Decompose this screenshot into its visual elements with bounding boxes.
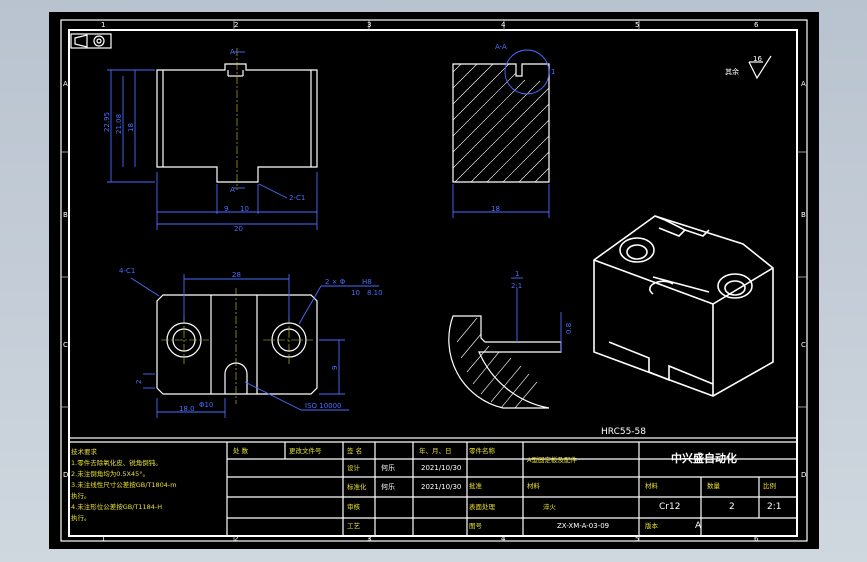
standard-label: 标准化 bbox=[347, 482, 367, 491]
top-dim-bottom: 18.0 bbox=[179, 405, 195, 413]
section-title: A-A bbox=[495, 43, 507, 51]
row-mark-a: A bbox=[63, 80, 68, 88]
note-line-3: 3.未注线性尺寸公差按GB/T1804-m bbox=[71, 480, 177, 489]
notes-title: 技术要求 bbox=[71, 447, 98, 456]
approve-label: 批准 bbox=[469, 481, 483, 490]
check-date: 2021/10/30 bbox=[421, 483, 461, 491]
top-dim-holes: 2 × Φ bbox=[325, 278, 346, 286]
top-dim-left: 2 bbox=[135, 380, 143, 384]
quantity-value: 2 bbox=[729, 502, 735, 512]
front-view: A A 22.95 21.08 18 20 9 10 2-C1 bbox=[103, 48, 318, 233]
row-mark-d: D bbox=[63, 471, 68, 479]
col-mark-5-bottom: 5 bbox=[635, 535, 639, 543]
row-mark-b: B bbox=[63, 211, 68, 219]
top-dim-width: 28 bbox=[232, 271, 241, 279]
top-dim-sub1: 10 bbox=[351, 289, 360, 297]
note-line-6: 执行。 bbox=[71, 513, 91, 522]
checker: 何乐 bbox=[381, 482, 395, 491]
cad-drawing: 1 2 3 4 5 6 1 2 3 4 5 6 A B C D A B C D … bbox=[60, 19, 808, 543]
scale-label: 比例 bbox=[763, 481, 776, 490]
front-dim-h1: 22.95 bbox=[103, 112, 111, 132]
top-dim-slot: Φ10 bbox=[199, 401, 213, 409]
tb-header-1: 处 数 bbox=[233, 446, 249, 455]
detail-view: 1 2:1 0.8 bbox=[448, 270, 573, 409]
version-value: A bbox=[695, 521, 702, 531]
top-view: 28 4-C1 2 × Φ H8 10 8.10 2 9 18.0 Φ10 IS… bbox=[119, 267, 383, 418]
quantity-label: 数量 bbox=[707, 481, 721, 490]
section-dim-width: 18 bbox=[491, 205, 500, 213]
zone-marks bbox=[61, 20, 807, 541]
front-dim-chamfer: 2-C1 bbox=[289, 194, 305, 202]
tb-header-5: 年、月、日 bbox=[419, 446, 452, 455]
material-value: Cr12 bbox=[659, 502, 680, 512]
detail-depth: 0.8 bbox=[565, 323, 573, 334]
col-mark-5: 5 bbox=[635, 21, 639, 29]
front-dim-slot-tol: 10 bbox=[240, 205, 249, 213]
col-mark-2-bottom: 2 bbox=[234, 535, 238, 543]
part-name-label: 零件名称 bbox=[469, 446, 496, 455]
surface-label: 表面处理 bbox=[469, 502, 496, 511]
detail-scale: 2:1 bbox=[511, 282, 522, 290]
top-dim-sub2: 8.10 bbox=[367, 289, 383, 297]
col-mark-2: 2 bbox=[234, 21, 238, 29]
surface-value: 淬火 bbox=[543, 502, 557, 511]
note-line-2: 2.未注倒角均为0.5X45°。 bbox=[71, 469, 149, 478]
outer-border bbox=[60, 19, 808, 542]
surface-roughness-symbol: 其余 16 bbox=[725, 55, 772, 80]
hardness-label: HRC55-58 bbox=[601, 427, 646, 437]
col-mark-4-bottom: 4 bbox=[501, 535, 506, 543]
front-dim-width: 20 bbox=[234, 225, 243, 233]
drawing-sheet[interactable]: 1 2 3 4 5 6 1 2 3 4 5 6 A B C D A B C D … bbox=[49, 12, 819, 549]
row-mark-b-right: B bbox=[801, 211, 806, 219]
stage-label: 材料 bbox=[645, 481, 659, 490]
material-name: 材料 bbox=[527, 481, 541, 490]
front-dim-h3: 18 bbox=[127, 123, 135, 132]
design-date: 2021/10/30 bbox=[421, 464, 461, 472]
section-view: A-A 1 18 bbox=[452, 43, 555, 218]
surface-mark-prefix: 其余 bbox=[725, 67, 739, 76]
col-mark-3-bottom: 3 bbox=[367, 535, 371, 543]
row-mark-c-right: C bbox=[801, 341, 806, 349]
col-mark-6: 6 bbox=[754, 21, 759, 29]
scale-value: 2:1 bbox=[767, 502, 781, 512]
section-arrow-bottom: A bbox=[230, 186, 235, 194]
version-label: 版本 bbox=[645, 521, 659, 530]
drawing-no: ZX-XM-A-03-09 bbox=[557, 522, 609, 530]
front-dim-h2: 21.08 bbox=[115, 114, 123, 134]
top-dim-hole-note: H8 bbox=[362, 278, 372, 286]
tb-header-3: 更改文件号 bbox=[289, 446, 322, 455]
top-dim-note: ISO 10000 bbox=[305, 402, 342, 410]
design-label: 设计 bbox=[347, 463, 361, 472]
note-line-5: 4.未注形位公差按GB/T1184-H bbox=[71, 502, 162, 511]
front-dim-slot: 9 bbox=[224, 205, 228, 213]
row-mark-a-right: A bbox=[801, 80, 806, 88]
surface-mark-value: 16 bbox=[753, 55, 762, 63]
isometric-view bbox=[593, 215, 774, 397]
title-block bbox=[68, 437, 798, 537]
drawing-no-label: 图号 bbox=[469, 522, 483, 530]
designer: 何乐 bbox=[381, 463, 395, 472]
top-dim-chamfer: 4-C1 bbox=[119, 267, 135, 275]
note-line-4: 执行。 bbox=[71, 491, 91, 500]
col-mark-4: 4 bbox=[501, 21, 506, 29]
part-name: A型固定板及配件 bbox=[527, 455, 577, 464]
process-label: 工艺 bbox=[347, 522, 361, 530]
col-mark-1-bottom: 1 bbox=[101, 535, 105, 543]
section-arrow-top: A bbox=[230, 48, 235, 56]
section-detail-label: 1 bbox=[551, 68, 555, 76]
check-label: 审核 bbox=[347, 502, 361, 511]
projection-symbol-icon bbox=[70, 33, 112, 49]
row-mark-c: C bbox=[63, 341, 68, 349]
col-mark-6-bottom: 6 bbox=[754, 535, 759, 543]
tb-header-4: 签 名 bbox=[347, 446, 362, 455]
col-mark-1: 1 bbox=[101, 21, 105, 29]
row-mark-d-right: D bbox=[801, 471, 806, 479]
detail-label: 1 bbox=[515, 270, 519, 278]
col-mark-3: 3 bbox=[367, 21, 371, 29]
top-dim-right: 9 bbox=[331, 366, 339, 370]
note-line-1: 1.零件去除氧化皮、锐角倒钝。 bbox=[71, 458, 162, 467]
company-name: 中兴盛自动化 bbox=[671, 451, 737, 465]
